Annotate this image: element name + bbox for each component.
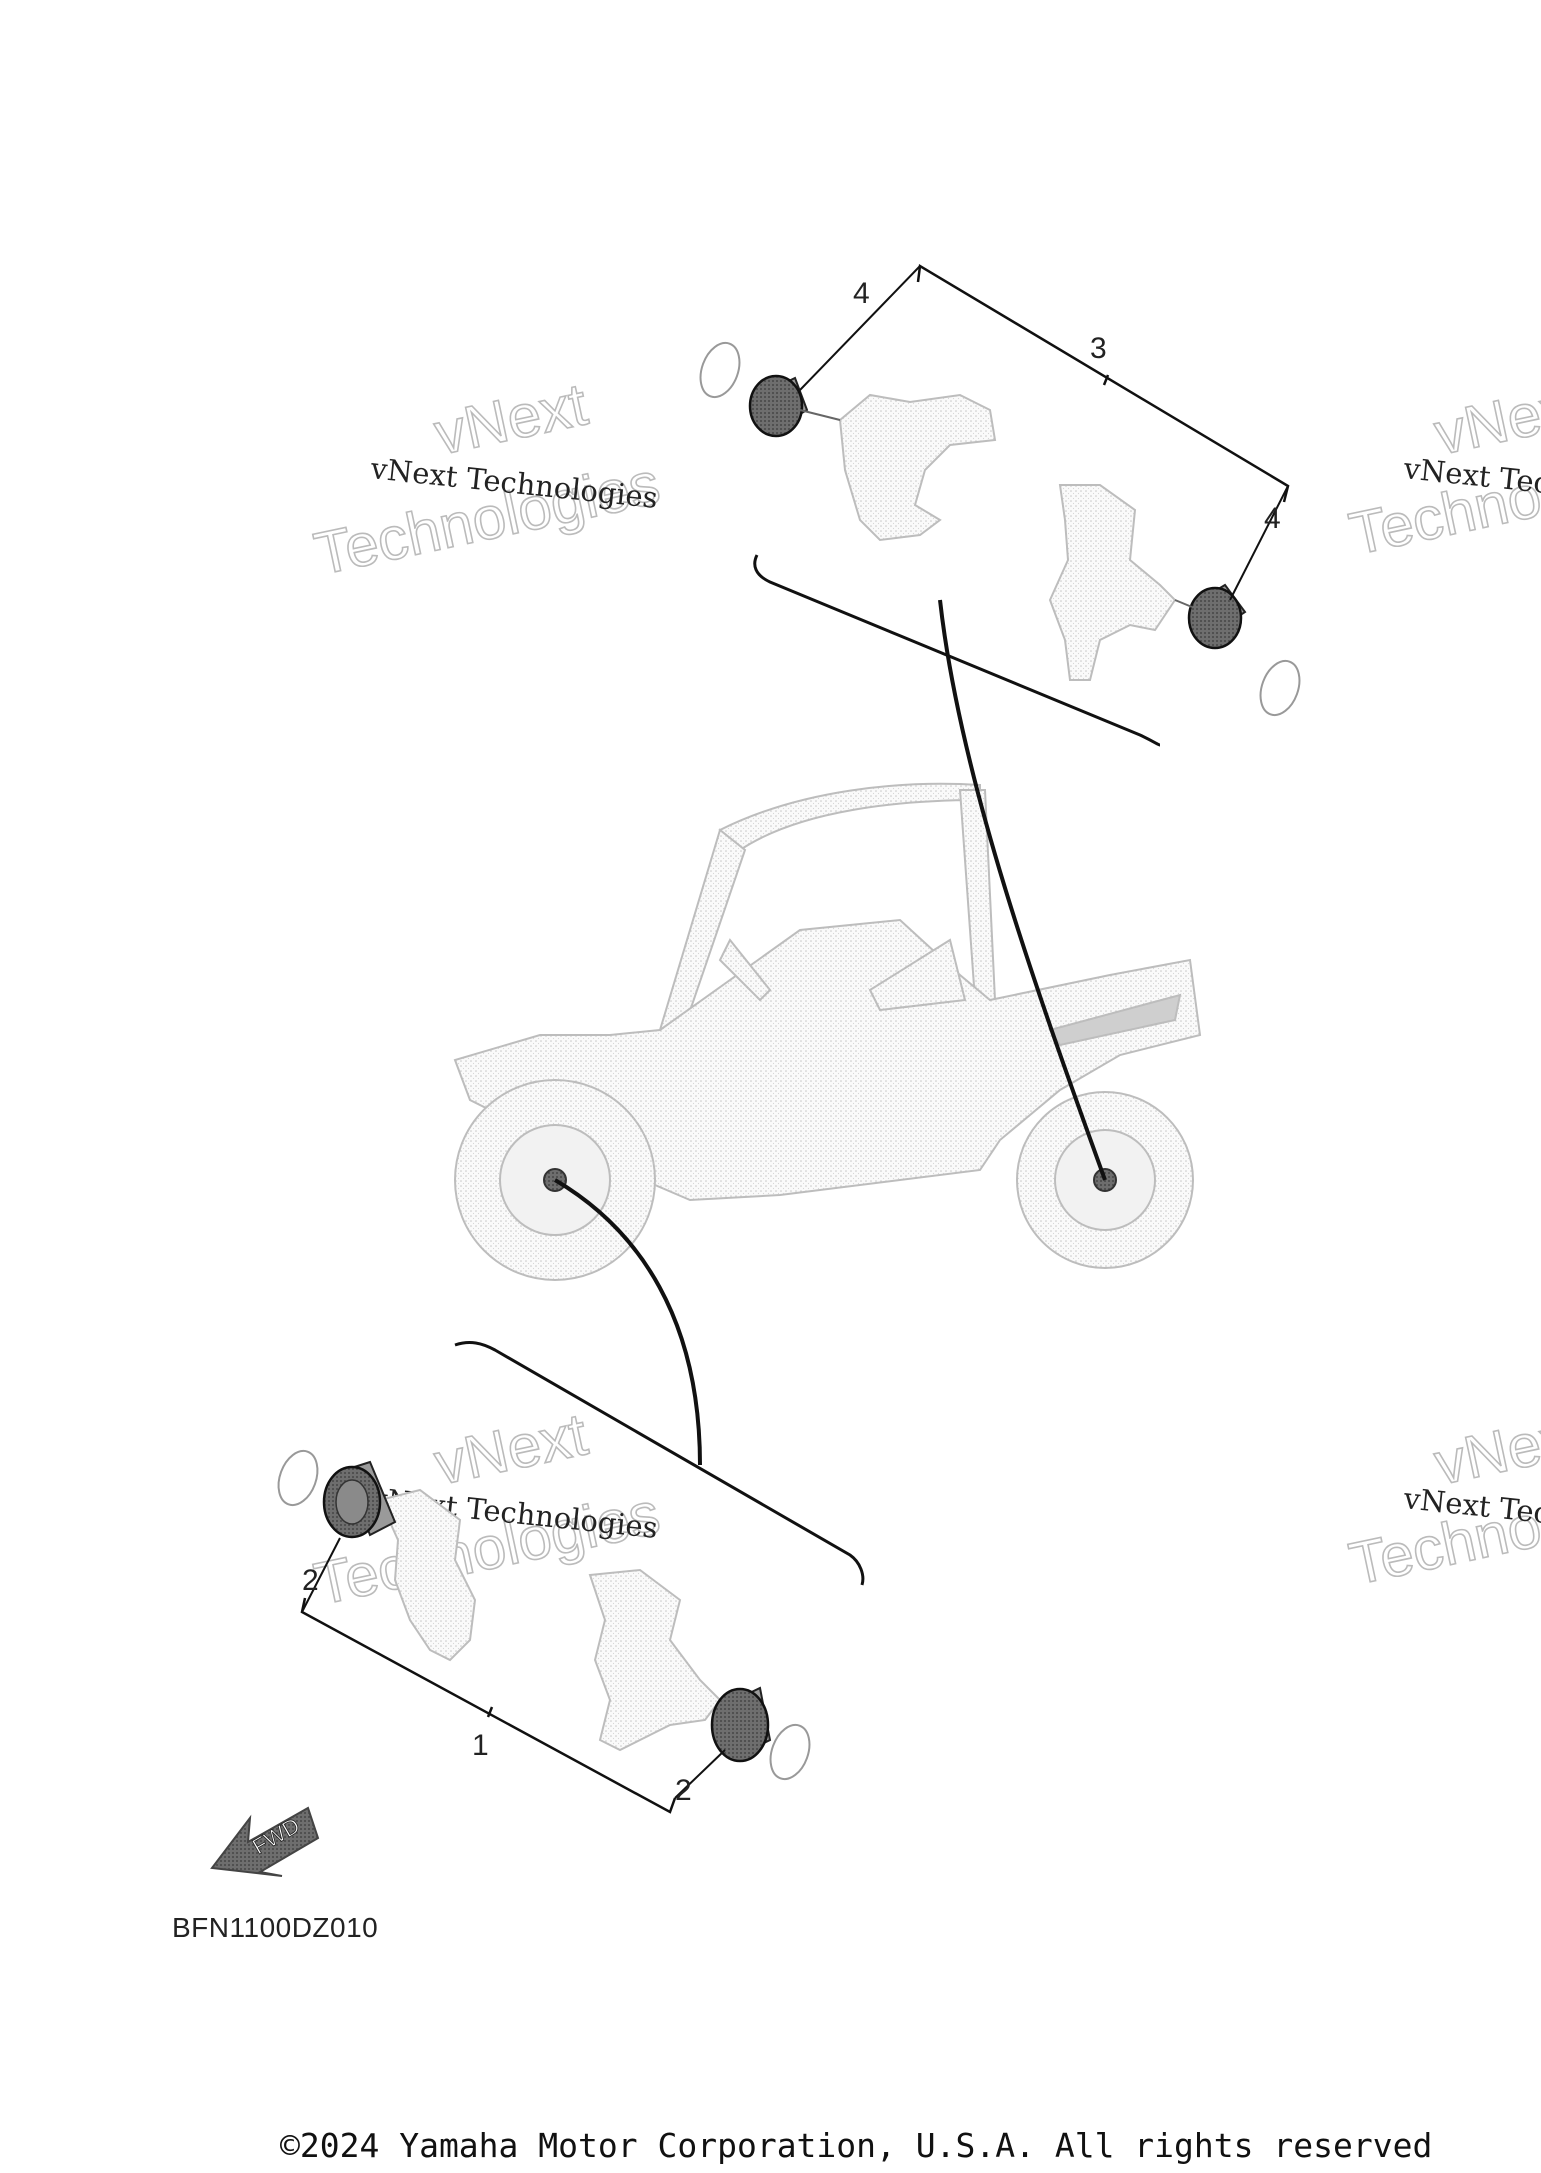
- lower-left-circlip: [277, 1449, 319, 1507]
- upper-right-bearing: [1174, 583, 1301, 717]
- front-knuckle-assembly: [378, 1488, 722, 1752]
- lower-group-bracket: [454, 1341, 865, 1586]
- fwd-arrow-icon: FWD: [210, 1806, 320, 1877]
- callout-4-upper-left: 4: [853, 277, 870, 310]
- vehicle-illustration: [453, 782, 1202, 1281]
- callout-4-leaders: [799, 265, 1289, 601]
- svg-text:vNex: vNex: [1429, 374, 1541, 468]
- callout-1: 1: [472, 1729, 489, 1762]
- lower-right-bearing: [710, 1686, 811, 1781]
- callout-2-lower-left: 2: [302, 1564, 319, 1597]
- upper-left-bearing: [699, 341, 841, 438]
- upper-left-circlip: [699, 341, 741, 399]
- rear-knuckle-assembly: [838, 393, 1177, 681]
- callout-2-leaders: [301, 1537, 726, 1799]
- callout-3: 3: [1090, 332, 1107, 365]
- callout-3-bracket: [916, 263, 1290, 503]
- upper-right-circlip: [1259, 659, 1301, 717]
- copyright-notice: ©2024 Yamaha Motor Corporation, U.S.A. A…: [280, 2126, 1433, 2165]
- upper-group-bracket: [753, 554, 1161, 747]
- callout-4-upper-right: 4: [1264, 502, 1281, 535]
- watermark-upper-left: vNext Technologies vNext Technologies: [308, 369, 666, 588]
- watermark-lower-right: vNex Techno vNext Tec: [1343, 1403, 1541, 1599]
- watermark-upper-right: vNex Techno vNext Tec: [1343, 373, 1541, 569]
- rear-leader-curve: [938, 599, 1107, 1181]
- front-leader-curve: [553, 1178, 702, 1466]
- diagram-code: BFN1100DZ010: [172, 1912, 379, 1943]
- lower-right-circlip: [769, 1723, 811, 1781]
- svg-text:vNext: vNext: [429, 1400, 593, 1497]
- svg-text:vNex: vNex: [1429, 1404, 1541, 1498]
- svg-text:vNext: vNext: [429, 370, 593, 467]
- lower-left-bearing: [277, 1449, 397, 1539]
- callout-1-bracket: [300, 1597, 677, 1814]
- callout-2-lower-right: 2: [675, 1774, 692, 1807]
